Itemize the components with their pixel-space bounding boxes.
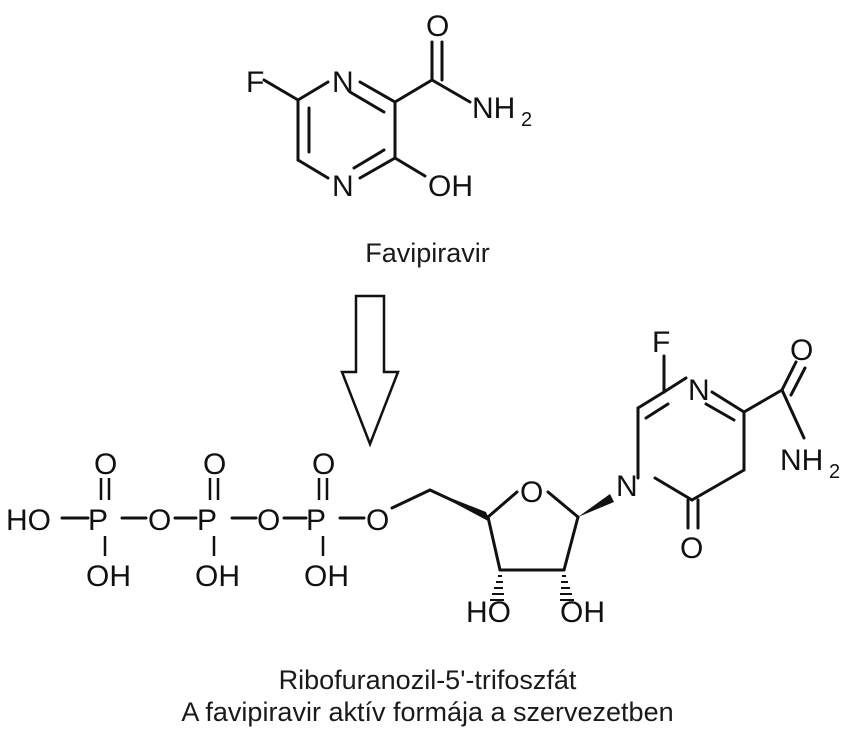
active-form-caption: A favipiravir aktív formája a szervezetb… bbox=[181, 697, 674, 727]
bond bbox=[393, 156, 427, 178]
atom-f: F bbox=[652, 326, 670, 359]
down-arrow-icon bbox=[340, 294, 400, 448]
atom-n: N bbox=[616, 470, 638, 503]
bond bbox=[358, 156, 397, 180]
atom-n: N bbox=[332, 66, 354, 99]
bond bbox=[358, 80, 397, 104]
atom-f: F bbox=[246, 66, 264, 99]
ribofuranose-ring: O HO OH bbox=[390, 476, 614, 629]
atom-nh: NH bbox=[780, 444, 823, 477]
atom-nh: NH bbox=[472, 92, 515, 125]
bond bbox=[653, 476, 694, 502]
atom-o: O bbox=[426, 10, 449, 43]
atom-o: O bbox=[203, 448, 226, 481]
atom-ho: HO bbox=[466, 596, 511, 629]
bond bbox=[690, 468, 746, 502]
pyrazinone-base: F N N O NH 2 O bbox=[616, 326, 840, 565]
atom-subscript: 2 bbox=[521, 109, 532, 131]
triphosphate-chain: HO P O P O P O O O O OH OH OH bbox=[6, 448, 389, 593]
bond bbox=[662, 376, 688, 394]
wedge-bond bbox=[578, 494, 614, 517]
triphosphate-label: Ribofuranozil-5'-trifoszfát bbox=[278, 665, 577, 695]
atom-oh: OH bbox=[195, 560, 240, 593]
favipiravir-structure: F N N O NH 2 OH bbox=[246, 10, 532, 203]
atom-oh: OH bbox=[428, 170, 473, 203]
bond bbox=[742, 388, 784, 414]
bond bbox=[710, 390, 746, 414]
atom-o: O bbox=[680, 532, 703, 565]
bond bbox=[780, 360, 798, 392]
atom-p: P bbox=[306, 504, 326, 537]
bond bbox=[393, 78, 434, 104]
bond bbox=[390, 488, 432, 510]
bond bbox=[296, 158, 330, 180]
atom-p: P bbox=[197, 504, 217, 537]
atom-oh: OH bbox=[304, 560, 349, 593]
atom-n: N bbox=[332, 170, 354, 203]
bond bbox=[789, 366, 807, 397]
bond bbox=[430, 78, 472, 104]
bond bbox=[296, 80, 330, 102]
atom-p: P bbox=[88, 504, 108, 537]
bond bbox=[704, 402, 736, 422]
atom-o: O bbox=[366, 504, 389, 537]
reaction-arrow bbox=[340, 294, 400, 448]
atom-o: O bbox=[148, 504, 171, 537]
atom-ho: HO bbox=[6, 504, 51, 537]
atom-o: O bbox=[312, 448, 335, 481]
bond bbox=[562, 515, 580, 572]
bond bbox=[546, 490, 580, 519]
bond bbox=[352, 148, 386, 170]
bond bbox=[486, 490, 519, 519]
atom-n: N bbox=[688, 374, 710, 407]
bond bbox=[428, 488, 490, 519]
atom-o: O bbox=[790, 334, 813, 367]
favipiravir-label: Favipiravir bbox=[365, 238, 490, 268]
atom-o: O bbox=[257, 504, 280, 537]
bond bbox=[636, 390, 666, 410]
hashed-bond bbox=[560, 575, 574, 601]
bond bbox=[486, 515, 502, 572]
hashed-bond bbox=[490, 575, 504, 601]
bond bbox=[348, 90, 386, 114]
atom-oh: OH bbox=[560, 596, 605, 629]
atom-subscript: 2 bbox=[829, 461, 840, 483]
atom-oh: OH bbox=[86, 560, 131, 593]
bond bbox=[780, 388, 806, 440]
atom-o: O bbox=[520, 476, 543, 509]
bond bbox=[262, 78, 300, 102]
bond bbox=[644, 402, 670, 420]
atom-o: O bbox=[94, 448, 117, 481]
